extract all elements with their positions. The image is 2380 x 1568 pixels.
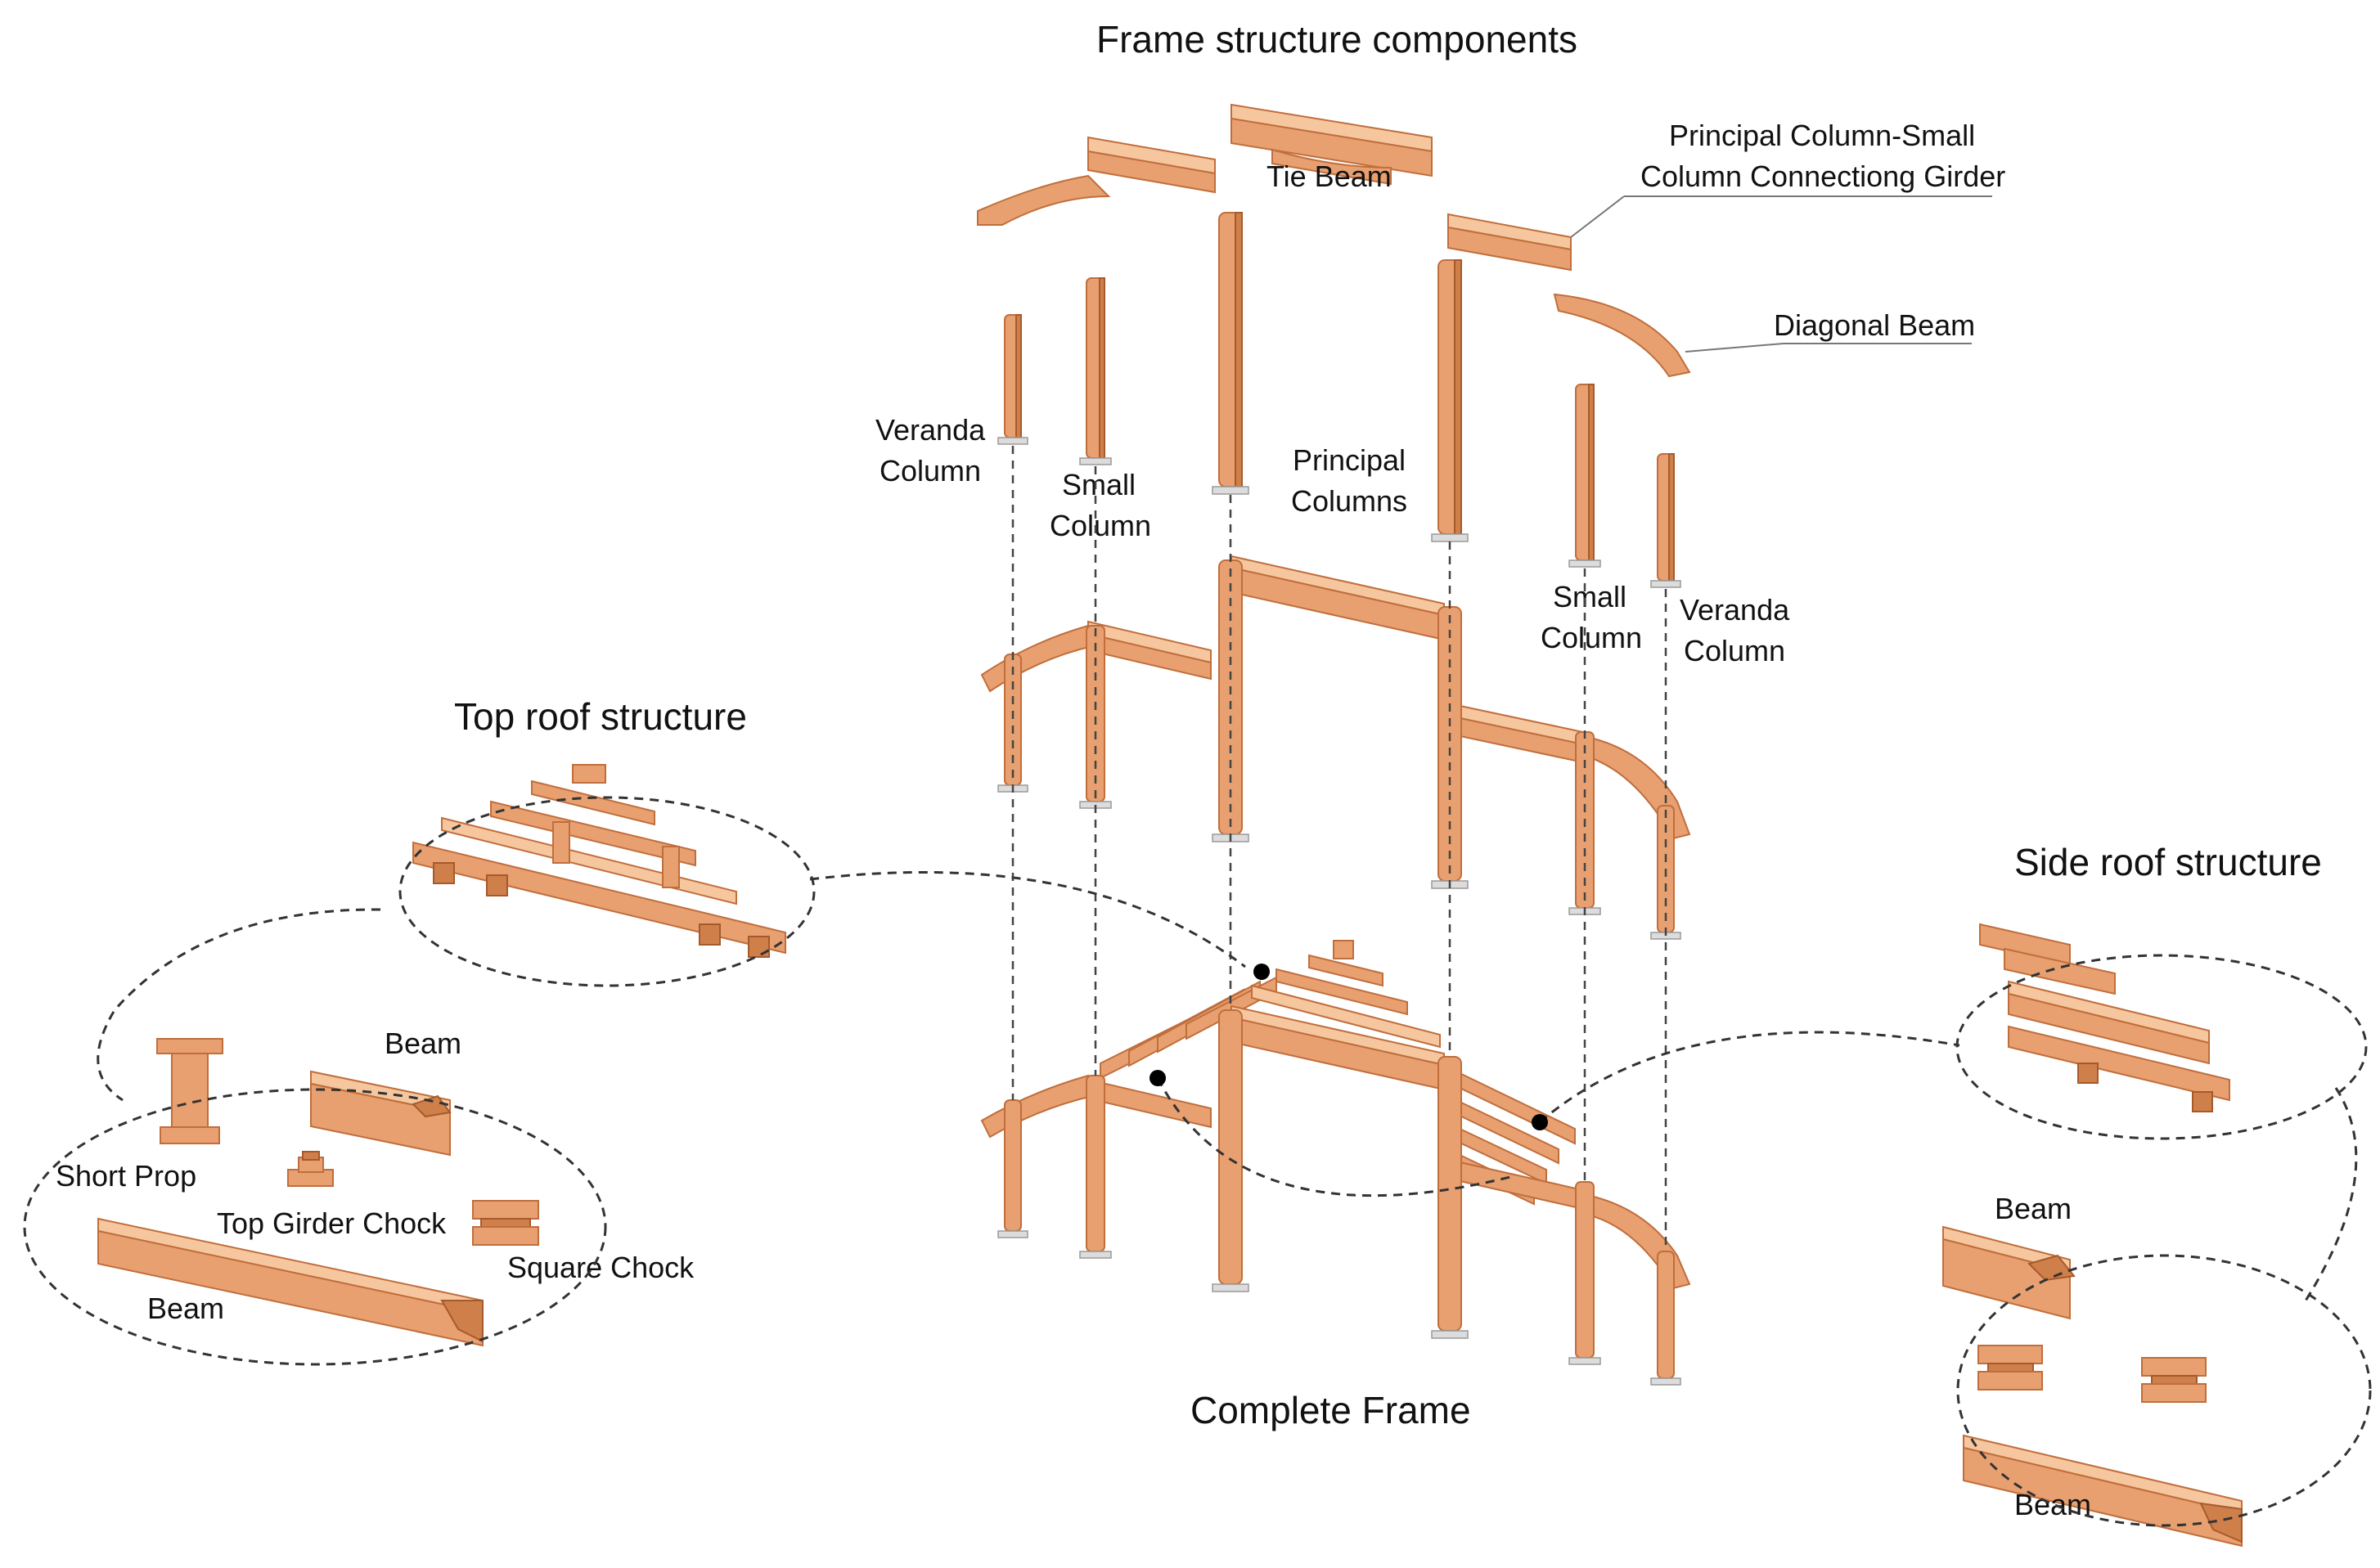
complete-frame-title: Complete Frame [1190,1389,1471,1431]
principal-columns-label-2: Columns [1291,484,1407,518]
side-roof-structure-drawing [1979,923,2230,1112]
small-column-right-part [1568,384,1601,568]
principal-column-left-part [1212,212,1249,495]
side-roof-beam-lower-label: Beam [2014,1488,2091,1521]
side-roof-beam-upper-label: Beam [1995,1192,2072,1225]
tie-beam-part [1230,103,1433,186]
connecting-girder-label-line1: Principal Column-Small [1669,119,1975,152]
top-girder-chock-part [287,1151,334,1187]
small-column-left-label-2: Column [1050,509,1151,542]
connecting-girder-right-part [1447,213,1572,272]
top-roof-structure-drawing [412,764,786,958]
square-chock-label: Square Chock [507,1251,695,1284]
veranda-column-right-label-1: Veranda [1680,593,1790,627]
girder-left-part [1087,136,1216,194]
veranda-column-left-label-2: Column [880,454,981,487]
frame-components-title: Frame structure components [1096,18,1577,61]
connecting-girder-label-line2: Column Connectiong Girder [1640,159,2005,193]
small-column-right-label-2: Column [1541,621,1642,654]
assembled-frame-middle [980,555,1691,940]
side-roof-beam-upper-part [1942,1225,2076,1320]
diagonal-beam-left-part [977,174,1111,226]
diagonal-beam-right-part [1553,293,1691,378]
connector-dot-side-roof [1532,1114,1548,1130]
connector-dot-left-roof [1150,1070,1166,1086]
veranda-column-left-label-1: Veranda [875,413,986,447]
side-roof-beam-lower-part [1963,1434,2243,1548]
callout-ellipses [23,796,2372,1527]
diagonal-beam-label: Diagonal Beam [1774,308,1975,342]
small-column-left-part [1079,277,1112,465]
small-column-left-label-1: Small [1062,468,1136,501]
connector-dot-top-roof [1253,964,1270,980]
principal-column-right-part [1431,259,1469,542]
square-chock-part [472,1200,539,1246]
top-girder-chock-label: Top Girder Chock [217,1206,447,1240]
side-roof-chock-right-part [2141,1357,2207,1403]
alignment-lines [1011,446,1667,1251]
top-roof-title: Top roof structure [454,695,747,738]
veranda-column-right-part [1650,453,1681,588]
side-roof-title: Side roof structure [2014,841,2322,883]
short-prop-part [156,1038,223,1144]
side-roof-chock-left-part [1977,1345,2043,1391]
beam-upper-left-label: Beam [385,1027,461,1060]
tie-beam-label: Tie Beam [1266,159,1392,193]
veranda-column-left-part [997,314,1028,445]
complete-frame-drawing [980,940,1691,1386]
small-column-right-label-1: Small [1553,580,1626,613]
beam-upper-left-part [310,1070,452,1157]
short-prop-label: Short Prop [56,1159,196,1193]
principal-columns-label-1: Principal [1293,443,1406,477]
veranda-column-right-label-2: Column [1684,634,1785,667]
beam-lower-left-part [97,1217,484,1347]
beam-lower-left-label: Beam [147,1292,224,1325]
